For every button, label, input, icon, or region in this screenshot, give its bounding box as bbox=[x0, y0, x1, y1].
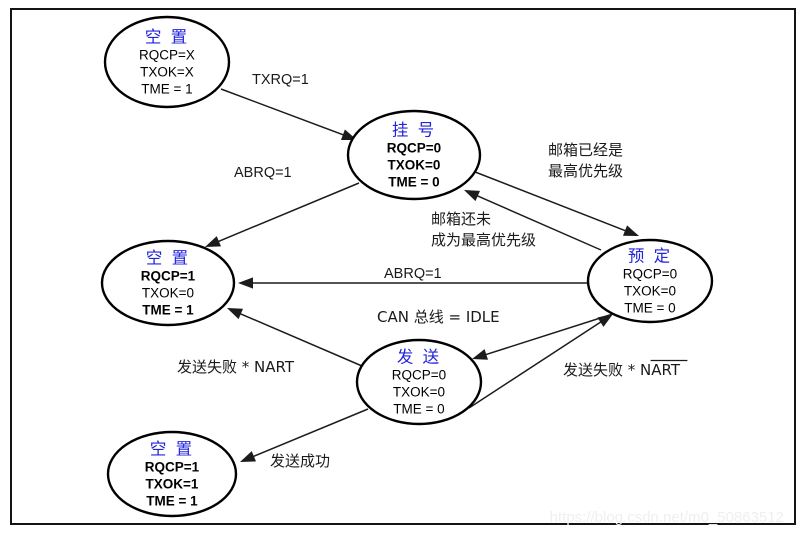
edge-txrq: TXRQ=1 bbox=[220, 72, 357, 140]
node-field: TME = 0 bbox=[388, 175, 439, 190]
node-field: TME = 1 bbox=[146, 494, 198, 509]
edge-label: 最高优先级 bbox=[548, 162, 623, 180]
edge-line bbox=[238, 312, 363, 367]
node-title: 空 置 bbox=[150, 440, 194, 459]
node-ellipse[interactable] bbox=[106, 430, 238, 518]
node-field: TXOK=0 bbox=[142, 286, 194, 301]
edge-label: TXRQ=1 bbox=[252, 72, 309, 88]
node-ellipse[interactable] bbox=[355, 338, 483, 426]
edge-line bbox=[216, 182, 360, 243]
node-field: RQCP=0 bbox=[623, 267, 677, 282]
edge-arrowhead bbox=[622, 225, 639, 236]
edge-arrowhead bbox=[205, 236, 222, 247]
edge-transmit-fail-not-nart: 发送失败 * NART bbox=[468, 314, 688, 409]
edge-label: ABRQ=1 bbox=[234, 165, 292, 181]
edge-label: 发送成功 bbox=[270, 452, 330, 470]
node-ellipse[interactable] bbox=[100, 239, 236, 327]
node-title: 预 定 bbox=[628, 247, 672, 266]
edge-label: 邮箱已经是 bbox=[548, 141, 623, 159]
node-field: RQCP=0 bbox=[392, 368, 446, 383]
node-field: TME = 1 bbox=[142, 303, 194, 318]
edge-can-bus-idle: CAN 总线 = IDLE bbox=[377, 308, 617, 360]
node-field: TME = 0 bbox=[624, 301, 675, 316]
edge-line bbox=[251, 408, 369, 458]
edge-line bbox=[475, 194, 602, 251]
node-field: TXOK=0 bbox=[393, 385, 445, 400]
node-title: 挂 号 bbox=[392, 121, 436, 140]
edge-transmit-success: 发送成功 bbox=[240, 408, 369, 470]
node-field: TXOK=0 bbox=[624, 284, 676, 299]
node-title: 空 置 bbox=[145, 28, 189, 47]
node-title: 发 送 bbox=[397, 348, 441, 367]
edge-abrq-pending-to-empty: ABRQ=1 bbox=[205, 165, 360, 247]
node-field: RQCP=1 bbox=[145, 460, 200, 475]
node-field: RQCP=0 bbox=[387, 141, 441, 156]
edge-transmit-fail-nart: 发送失败 * NART bbox=[177, 308, 363, 376]
edge-label: 邮箱还未 bbox=[431, 210, 491, 228]
edge-arrowhead bbox=[472, 349, 488, 360]
node-field: TXOK=0 bbox=[388, 158, 441, 173]
watermark: https://blog.csdn.net/m0_50863512 bbox=[549, 509, 784, 526]
edge-label: 成为最高优先级 bbox=[431, 231, 536, 249]
edge-line bbox=[484, 312, 617, 356]
edge-arrowhead bbox=[240, 451, 257, 462]
edge-line bbox=[469, 169, 628, 232]
node-field: TXOK=X bbox=[140, 65, 194, 80]
node-ellipse[interactable] bbox=[103, 15, 231, 109]
node-field: TME = 0 bbox=[393, 402, 444, 417]
node-ellipse[interactable] bbox=[346, 109, 482, 201]
edge-line bbox=[468, 320, 603, 409]
edge-label: CAN 总线 = IDLE bbox=[377, 308, 500, 326]
edge-label: ABRQ=1 bbox=[384, 266, 442, 282]
edge-arrowhead bbox=[238, 277, 253, 289]
node-field: TXOK=1 bbox=[146, 477, 199, 492]
edge-arrowhead bbox=[597, 314, 613, 327]
edge-abrq-scheduled-to-empty: ABRQ=1 bbox=[238, 266, 588, 289]
edge-arrowhead bbox=[227, 308, 243, 320]
edge-arrowhead bbox=[464, 190, 480, 202]
node-field: RQCP=1 bbox=[141, 269, 196, 284]
node-field: TME = 1 bbox=[141, 82, 192, 97]
edge-label: 发送失败 * NART bbox=[177, 358, 295, 376]
edge-line bbox=[220, 88, 346, 137]
node-field: RQCP=X bbox=[139, 48, 195, 63]
node-title: 空 置 bbox=[146, 249, 190, 268]
node-ellipse[interactable] bbox=[586, 238, 714, 324]
edge-label: 发送失败 * NART bbox=[563, 361, 681, 379]
